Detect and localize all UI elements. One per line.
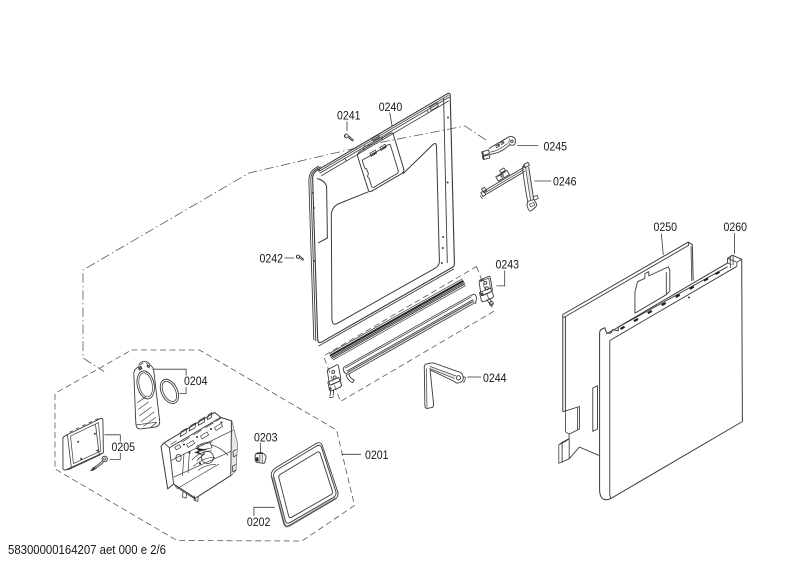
svg-text:0205: 0205 bbox=[112, 440, 136, 454]
svg-text:0202: 0202 bbox=[247, 515, 271, 529]
svg-text:0245: 0245 bbox=[544, 139, 568, 153]
svg-text:0204: 0204 bbox=[184, 374, 208, 388]
svg-text:0244: 0244 bbox=[483, 371, 507, 385]
svg-text:0203: 0203 bbox=[254, 430, 278, 444]
svg-text:0242: 0242 bbox=[260, 251, 284, 265]
svg-text:58300000164207 aet 000 e 2/6: 58300000164207 aet 000 e 2/6 bbox=[8, 543, 166, 557]
svg-text:0240: 0240 bbox=[379, 100, 403, 114]
svg-text:0250: 0250 bbox=[654, 220, 678, 234]
svg-text:0243: 0243 bbox=[496, 257, 520, 271]
svg-text:0246: 0246 bbox=[553, 174, 577, 188]
svg-text:0201: 0201 bbox=[365, 448, 389, 462]
svg-text:0241: 0241 bbox=[337, 108, 361, 122]
svg-text:0260: 0260 bbox=[724, 220, 748, 234]
